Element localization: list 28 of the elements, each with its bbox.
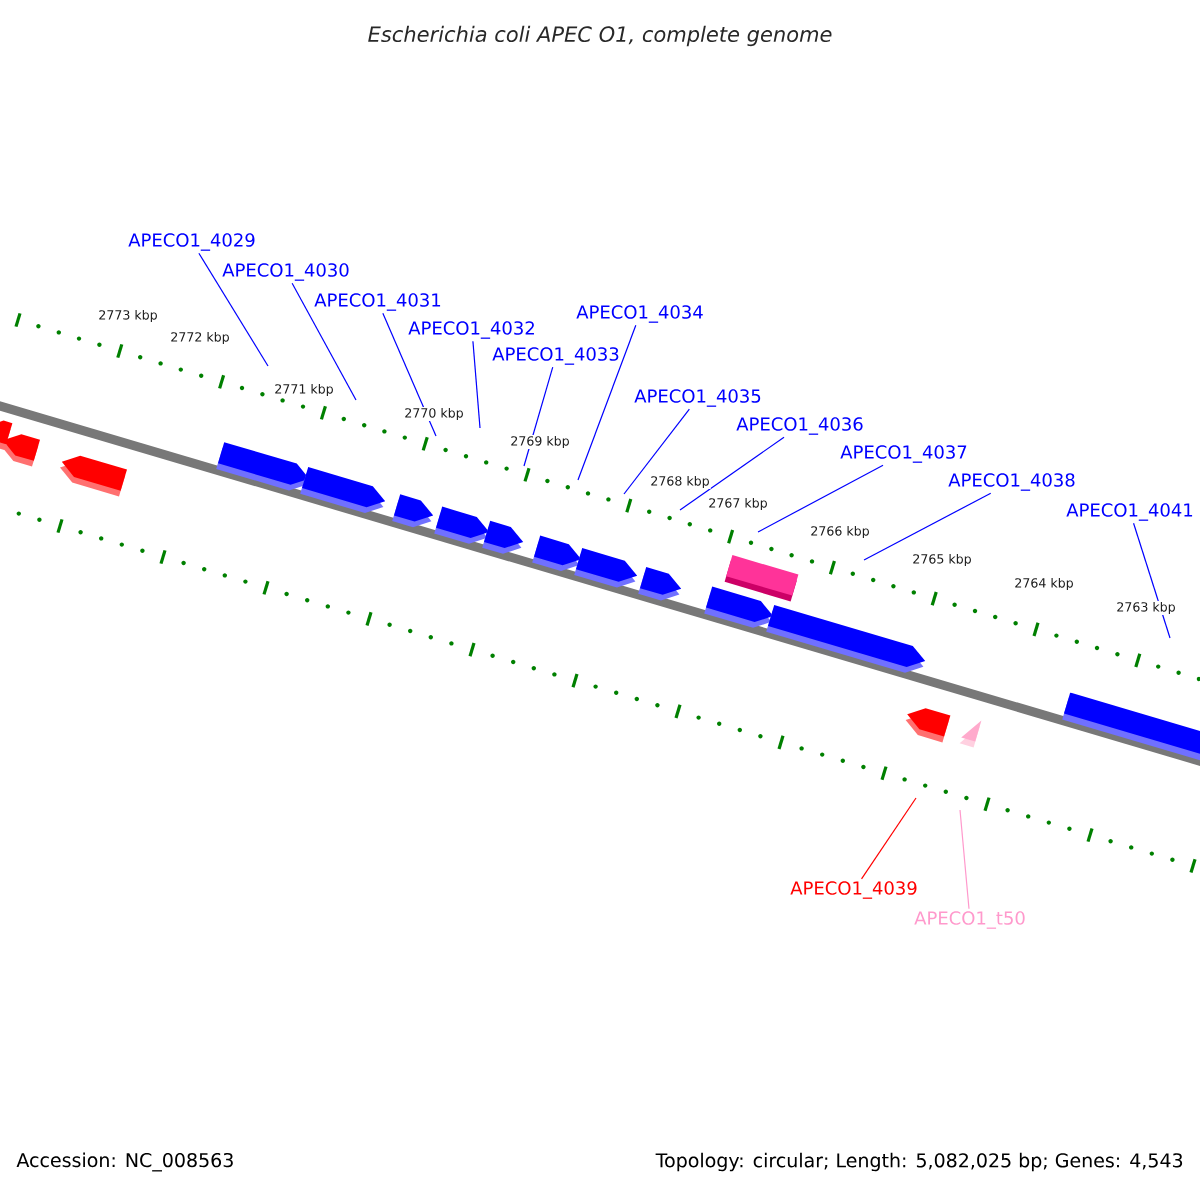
gene-label: APECO1_4030	[222, 263, 349, 281]
leader-line	[757, 464, 884, 533]
gene-label: APECO1_4039	[790, 881, 917, 899]
leader-line	[291, 282, 357, 401]
gene-label: APECO1_4032	[408, 321, 534, 339]
gene-label: APECO1_4034	[576, 305, 703, 323]
leader-line	[577, 324, 637, 481]
gene-label: APECO1_4035	[634, 389, 761, 407]
footer-text: Topology: circular; Length: 5,082,025 bp; Genes: 4,543	[655, 1152, 1183, 1172]
gene-label: APECO1_4033	[492, 347, 619, 365]
leader-line	[198, 252, 269, 367]
leader-line	[382, 312, 437, 437]
leader-line	[472, 340, 481, 429]
gene-label: APECO1_t50	[914, 911, 1025, 929]
leader-line	[623, 408, 690, 495]
gene-label: APECO1_4038	[948, 473, 1075, 491]
gene-label: APECO1_4029	[128, 233, 255, 251]
gene-label: APECO1_4037	[840, 445, 967, 463]
leader-line	[679, 436, 785, 511]
gene-label: APECO1_4041	[1066, 503, 1193, 521]
footer-text: Accession: NC_008563	[16, 1152, 233, 1172]
leader-line	[959, 809, 970, 910]
gene-label: APECO1_4031	[314, 293, 441, 311]
title: Escherichia coli APEC O1, complete genome	[368, 25, 832, 47]
leader-line	[1132, 522, 1171, 639]
leader-line	[863, 492, 992, 561]
leader-line	[860, 797, 917, 880]
gene-label: APECO1_4036	[736, 417, 863, 435]
